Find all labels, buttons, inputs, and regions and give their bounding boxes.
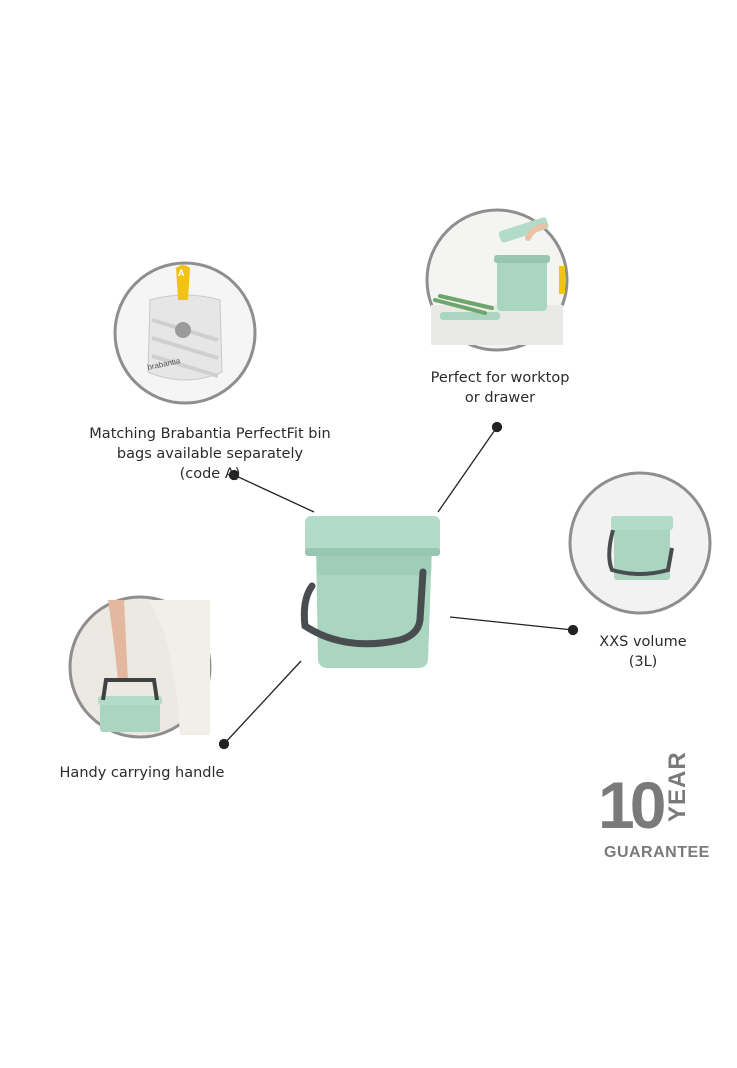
connector-lines — [218, 421, 579, 750]
bag-tag-icon — [177, 266, 189, 278]
bags-label-line1: Matching Brabantia PerfectFit bin — [89, 426, 331, 442]
worktop-circle — [425, 208, 569, 352]
bags-label: Matching Brabantia PerfectFit bin bags a… — [70, 424, 350, 484]
volume-label-line1: XXS volume — [599, 634, 687, 650]
connector-dot-handle — [218, 738, 230, 750]
bags-label-line3: (code A) — [179, 466, 241, 482]
worktop-label: Perfect for worktop or drawer — [410, 368, 590, 408]
guarantee-year: YEAR — [664, 751, 691, 822]
guarantee-number: 10 — [598, 768, 666, 842]
bags-circle: A brabantia — [113, 261, 257, 405]
guarantee-badge: 10 YEAR GUARANTEE — [598, 751, 709, 867]
connector-handle — [223, 660, 302, 745]
connector-volume — [449, 616, 574, 631]
bags-label-line2: bags available separately — [116, 446, 304, 462]
volume-circle — [568, 471, 712, 615]
main-bin-image — [300, 516, 440, 668]
handle-label: Handy carrying handle — [52, 763, 232, 783]
volume-label-line2: (3L) — [628, 654, 658, 670]
connector-bags — [233, 474, 315, 513]
guarantee-year-box: YEAR — [664, 751, 691, 838]
bag-tag: A — [178, 268, 185, 278]
worktop-label-line1: Perfect for worktop — [430, 370, 570, 386]
worktop-label-line2: or drawer — [464, 390, 536, 406]
connector-dot-volume — [567, 624, 579, 636]
guarantee-word: GUARANTEE — [604, 844, 710, 861]
connector-worktop — [437, 426, 498, 513]
connector-dot-worktop — [491, 421, 503, 433]
connector-dot-bags — [228, 469, 240, 481]
volume-label: XXS volume (3L) — [578, 632, 708, 672]
handle-circle — [68, 595, 212, 739]
handle-label-line1: Handy carrying handle — [59, 765, 225, 781]
